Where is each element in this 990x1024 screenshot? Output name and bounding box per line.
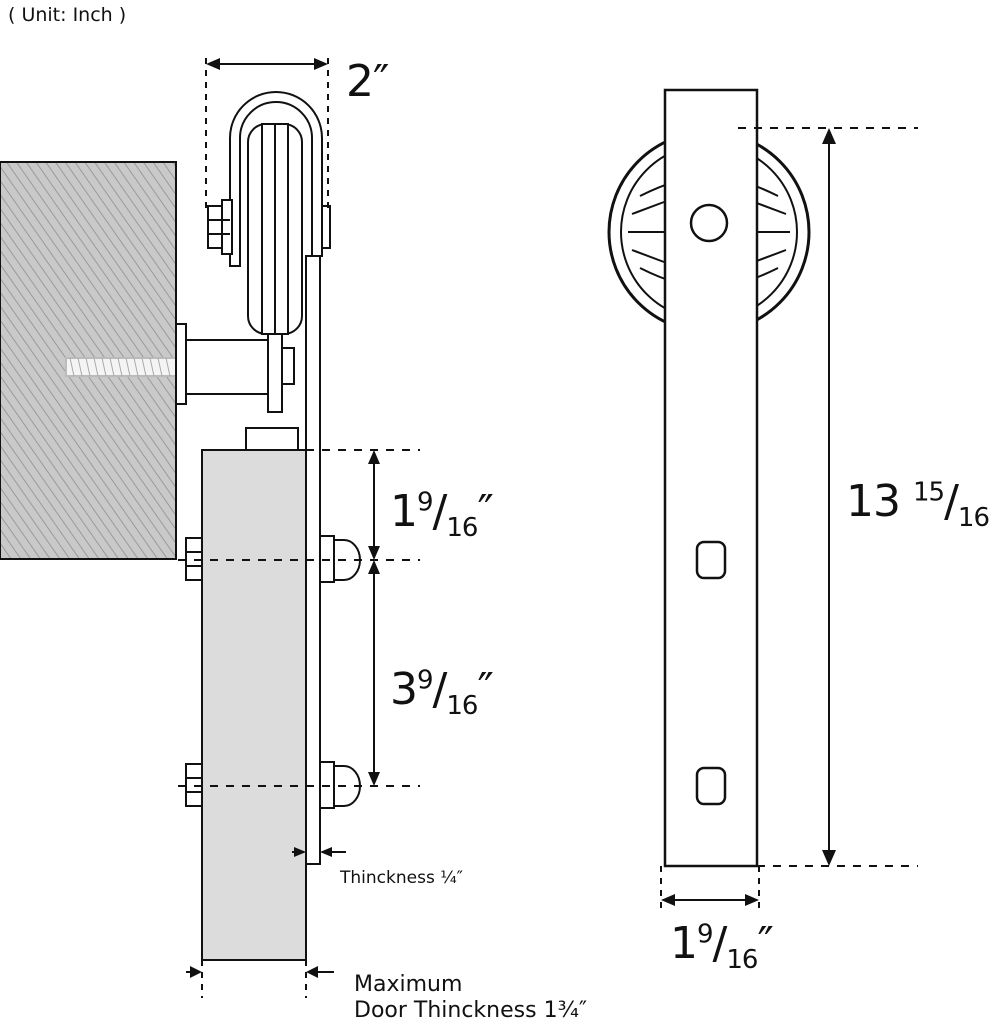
axle-hole <box>689 203 729 243</box>
threaded-rod <box>65 357 181 377</box>
bolt-slot-lower <box>695 766 727 806</box>
dim-height: 13 15/16″ <box>846 476 990 533</box>
unit-note: ( Unit: Inch ) <box>8 4 127 26</box>
dim-width-top: 2″ <box>346 56 389 107</box>
dim-spacing-2: 39/16″ <box>390 664 494 721</box>
anti-jump-block <box>245 427 299 451</box>
axle-bolt <box>207 199 331 255</box>
side-dimensions <box>178 58 420 998</box>
bolt-slot-upper <box>695 540 727 580</box>
dim-spacing-1: 19/16″ <box>390 486 494 543</box>
side-view <box>0 91 361 961</box>
dim-strap-width: 19/16″ <box>670 918 774 975</box>
door-section <box>201 449 307 961</box>
front-dimensions <box>660 127 918 910</box>
door-max-label-2: Door Thinckness 1¾″ <box>354 998 588 1023</box>
door-bolt-lower <box>185 761 361 809</box>
front-view <box>607 88 811 868</box>
thickness-label: Thinckness ¼″ <box>340 868 464 888</box>
wheel-housing <box>229 91 323 335</box>
door-max-label-1: Maximum <box>354 972 463 997</box>
